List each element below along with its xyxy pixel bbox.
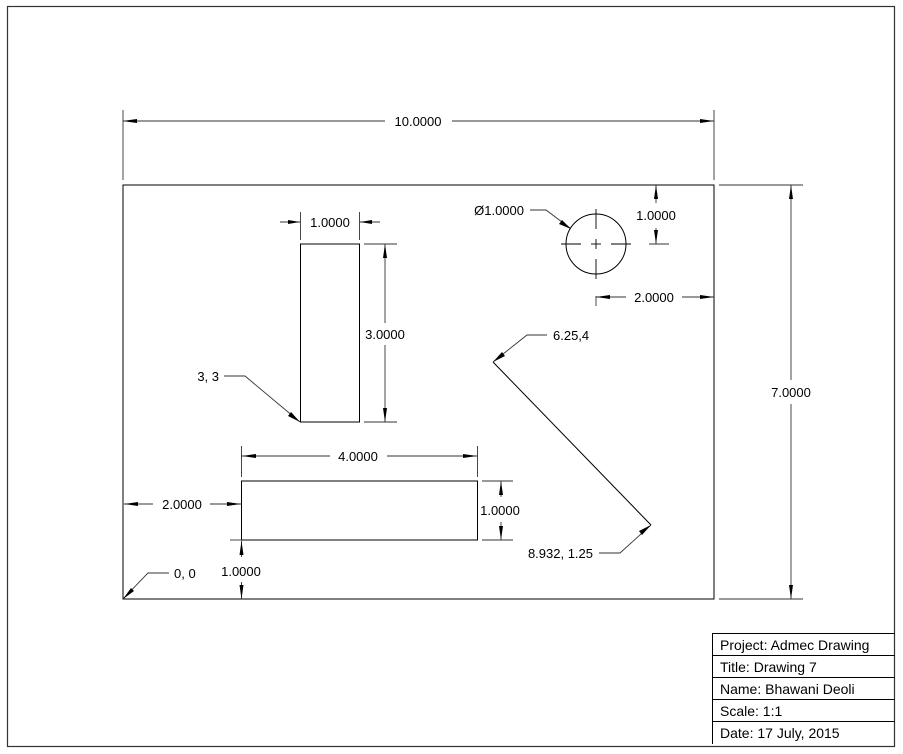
line-start-label: 6.25,4 xyxy=(553,328,589,343)
leader-line-end: 8.932, 1.25 xyxy=(528,524,652,561)
overall-height-label: 7.0000 xyxy=(771,385,811,400)
dimension-overall-height: 7.0000 xyxy=(719,184,811,600)
hrect-bottom-offset-label: 1.0000 xyxy=(221,564,261,579)
title-block-scale: Scale: 1:1 xyxy=(713,700,895,722)
title-block-title: Title: Drawing 7 xyxy=(713,656,895,678)
hrect-left-offset-label: 2.0000 xyxy=(162,497,202,512)
dimension-circle-right: 2.0000 xyxy=(595,290,714,306)
leader-origin: 0, 0 xyxy=(122,566,196,600)
leader-vrect-corner: 3, 3 xyxy=(197,369,301,423)
line-end-label: 8.932, 1.25 xyxy=(528,546,593,561)
dimension-overall-width: 10.0000 xyxy=(122,110,715,180)
title-block-date: Date: 17 July, 2015 xyxy=(720,725,840,741)
dimension-hrect-height: 1.0000 xyxy=(480,480,520,541)
circle-right-offset-label: 2.0000 xyxy=(634,290,674,305)
vertical-rectangle xyxy=(300,243,360,423)
outer-rectangle xyxy=(122,184,715,600)
sheet-border xyxy=(6,5,896,748)
overall-width-label: 10.0000 xyxy=(395,114,442,129)
leader-line-start: 6.25,4 xyxy=(492,328,589,363)
slanted-line xyxy=(492,361,652,526)
title-block: Project: Admec Drawing Title: Drawing 7 … xyxy=(712,633,895,744)
hrect-width-label: 4.0000 xyxy=(338,449,378,464)
dimension-vrect-width: 1.0000 xyxy=(280,212,380,240)
vrect-height-label: 3.0000 xyxy=(365,327,405,342)
vrect-width-label: 1.0000 xyxy=(310,215,350,230)
hrect-height-label: 1.0000 xyxy=(480,503,520,518)
title-block-name: Name: Bhawani Deoli xyxy=(713,678,895,700)
dimension-vrect-height: 3.0000 xyxy=(364,243,405,423)
hole-circle xyxy=(561,209,631,279)
dimension-hrect-left: 2.0000 xyxy=(124,497,241,512)
leader-circle-diameter: Ø1.0000 xyxy=(474,203,571,229)
title-block-project: Project: Admec Drawing xyxy=(713,634,895,656)
dimension-hrect-width: 4.0000 xyxy=(241,446,478,477)
dimension-hrect-bottom: 1.0000 xyxy=(221,539,261,599)
circle-diameter-label: Ø1.0000 xyxy=(474,203,524,218)
horizontal-rectangle xyxy=(241,480,478,541)
vrect-corner-label: 3, 3 xyxy=(197,369,219,384)
circle-top-offset-label: 1.0000 xyxy=(636,208,676,223)
origin-label: 0, 0 xyxy=(174,566,196,581)
dimension-circle-top: 1.0000 xyxy=(636,185,676,245)
